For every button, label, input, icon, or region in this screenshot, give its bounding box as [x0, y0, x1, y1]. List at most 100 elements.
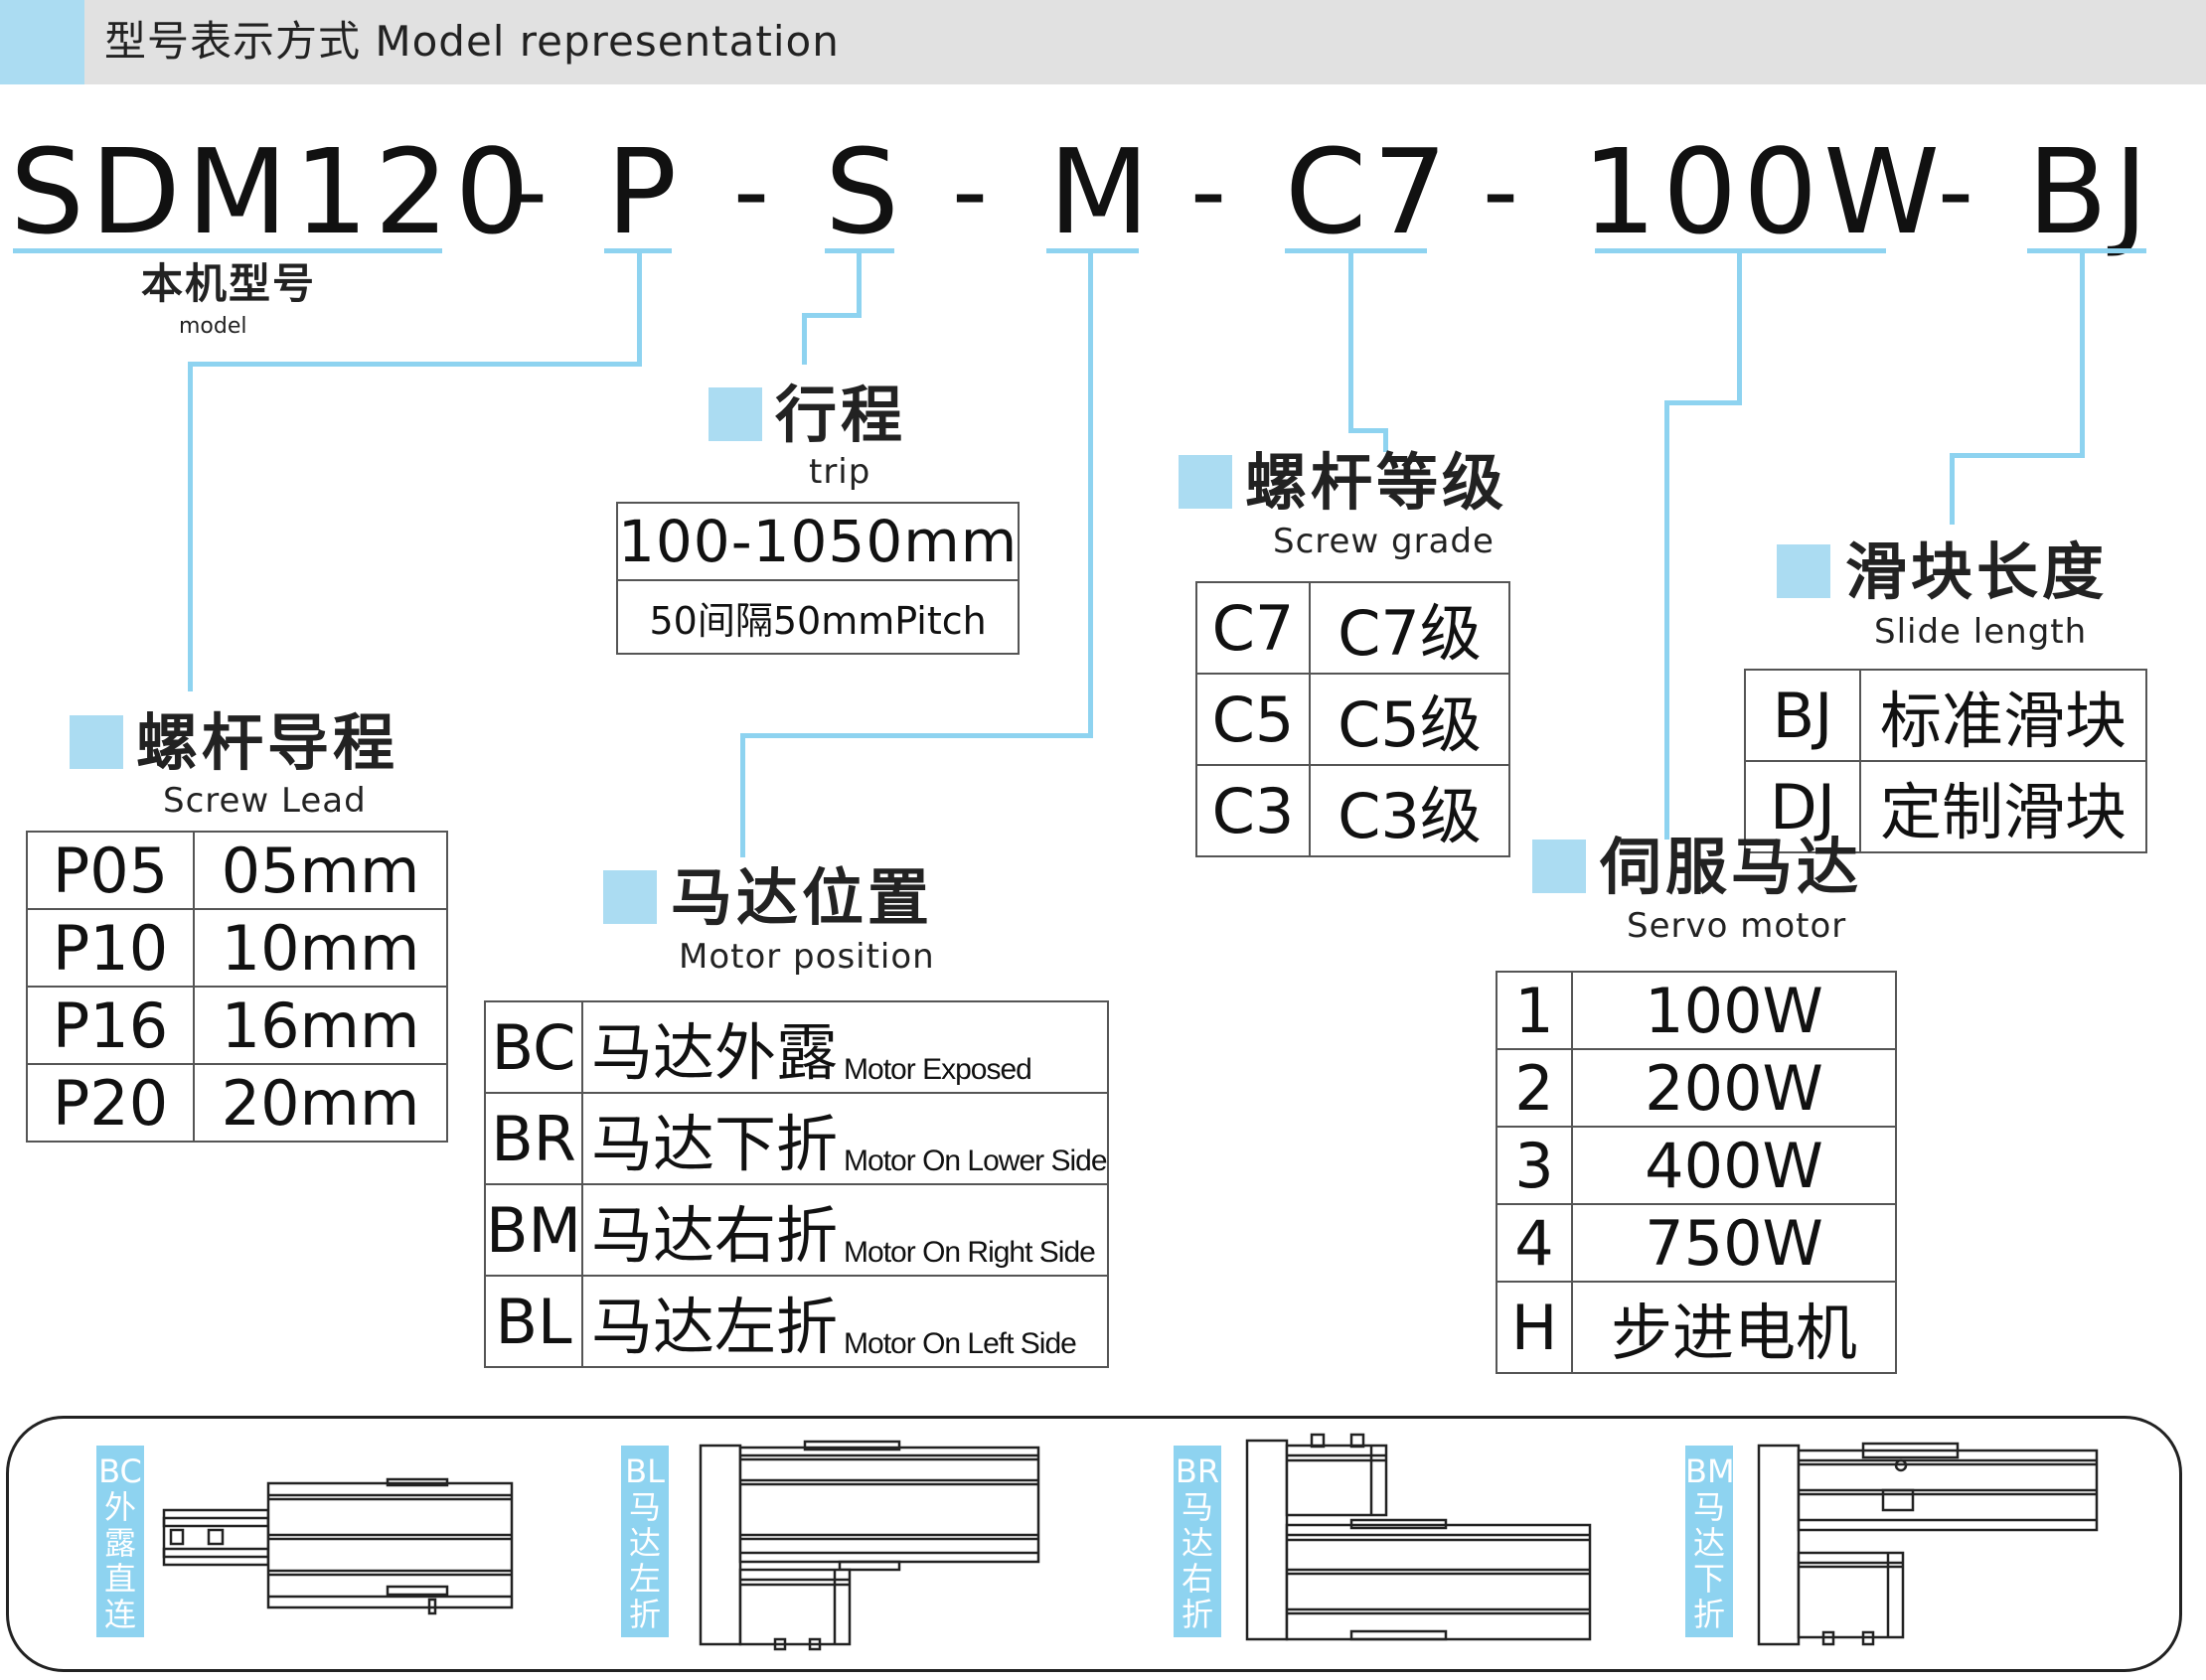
connector-motor-position: [740, 733, 745, 857]
motor-diagram-panel: [6, 1416, 2182, 1672]
diagram-char: 达: [1181, 1524, 1213, 1562]
motor-position-desc-en: Motor On Left Side: [844, 1326, 1077, 1360]
motor-position-desc: 马达左折: [591, 1291, 839, 1363]
connector-lead: [188, 362, 642, 367]
screw-lead-title: 螺杆导程: [136, 706, 399, 779]
code-slide-length: BJ: [2027, 123, 2154, 260]
motor-position-desc-en: Motor On Lower Side: [844, 1144, 1107, 1177]
connector-lead: [637, 251, 642, 367]
diagram-char: 马: [1692, 1488, 1725, 1526]
servo-motor-title: 伺服马达: [1600, 831, 1863, 903]
servo-motor-marker: [1532, 840, 1586, 893]
servo-code: 4: [1496, 1203, 1573, 1283]
diagram-label-bc: BC 外 露 直 连: [96, 1446, 144, 1637]
servo-desc: 步进电机: [1571, 1281, 1897, 1374]
diagram-bc: [159, 1475, 517, 1624]
screw-grade-marker: [1179, 455, 1232, 509]
header-title: 型号表示方式 Model representation: [104, 17, 840, 66]
grade-desc: C3级: [1309, 764, 1510, 857]
lead-code: P05: [26, 831, 195, 910]
slide-length-title: 滑块长度: [1845, 535, 2109, 608]
motor-position-code: BL: [483, 1275, 584, 1368]
connector-trip: [802, 313, 807, 365]
trip-pitch: 50间隔50mmPitch: [615, 579, 1021, 655]
lead-desc: 05mm: [193, 831, 448, 910]
diagram-char: 外: [103, 1488, 136, 1526]
connector-slide-length: [1950, 453, 1955, 525]
connector-motor-position: [740, 733, 1093, 738]
connector-slide-length: [1950, 453, 2085, 458]
underline-servo-motor: [1595, 248, 1886, 253]
screw-grade-title: 螺杆等级: [1245, 446, 1508, 519]
diagram-bl: [696, 1436, 1043, 1654]
servo-desc: 750W: [1571, 1203, 1897, 1283]
servo-code: H: [1496, 1281, 1573, 1374]
trip-range: 100-1050mm: [615, 502, 1021, 581]
code-trip: S: [825, 123, 905, 260]
diagram-char: 马: [1181, 1488, 1213, 1526]
connector-screw-grade: [1383, 428, 1388, 452]
connector-servo-motor: [1664, 400, 1669, 840]
lead-desc: 10mm: [193, 908, 448, 988]
motor-position-desc: 马达外露: [591, 1016, 839, 1089]
code-separator: -: [512, 133, 549, 249]
connector-lead: [188, 362, 193, 691]
diagram-label-br: BR 马 达 右 折: [1174, 1446, 1221, 1637]
header-bar: [0, 0, 2206, 84]
diagram-code: BM: [1685, 1452, 1735, 1490]
code-separator: -: [733, 133, 770, 249]
diagram-char: 直: [103, 1560, 136, 1598]
code-lead: P: [606, 123, 684, 260]
diagram-char: 折: [628, 1596, 661, 1633]
underline-trip: [825, 248, 894, 253]
servo-code: 2: [1496, 1048, 1573, 1128]
diagram-char: 下: [1692, 1560, 1725, 1598]
underline-screw-grade: [1285, 248, 1427, 253]
grade-desc: C5级: [1309, 673, 1510, 766]
motor-position-desc: 马达下折: [591, 1108, 839, 1180]
motor-position-code: BR: [483, 1092, 584, 1185]
screw-grade-subtitle: Screw grade: [1273, 522, 1495, 561]
diagram-char: 达: [1692, 1524, 1725, 1562]
lead-desc: 16mm: [193, 986, 448, 1065]
code-separator: -: [1938, 133, 1974, 249]
slide-desc: 标准滑块: [1859, 669, 2147, 762]
connector-servo-motor: [1737, 251, 1742, 405]
code-separator: -: [1483, 133, 1519, 249]
connector-slide-length: [2080, 251, 2085, 458]
underline-motor-position: [1046, 248, 1139, 253]
diagram-bm: [1754, 1436, 2102, 1649]
diagram-char: 露: [103, 1524, 136, 1562]
servo-desc: 200W: [1571, 1048, 1897, 1128]
header-accent-block: [0, 0, 84, 84]
diagram-char: 连: [103, 1596, 136, 1633]
trip-marker: [709, 387, 762, 441]
underline-slide-length: [2027, 248, 2146, 253]
slide-desc: 定制滑块: [1859, 760, 2147, 853]
motor-position-desc-en: Motor On Right Side: [844, 1235, 1096, 1269]
lead-desc: 20mm: [193, 1063, 448, 1143]
diagram-label-bl: BL 马 达 左 折: [621, 1446, 669, 1637]
lead-code: P20: [26, 1063, 195, 1143]
connector-servo-motor: [1664, 400, 1742, 405]
diagram-code: BL: [625, 1452, 665, 1490]
slide-length-marker: [1777, 544, 1830, 598]
screw-lead-marker: [70, 715, 123, 769]
code-servo-motor: 100W: [1582, 123, 1946, 260]
